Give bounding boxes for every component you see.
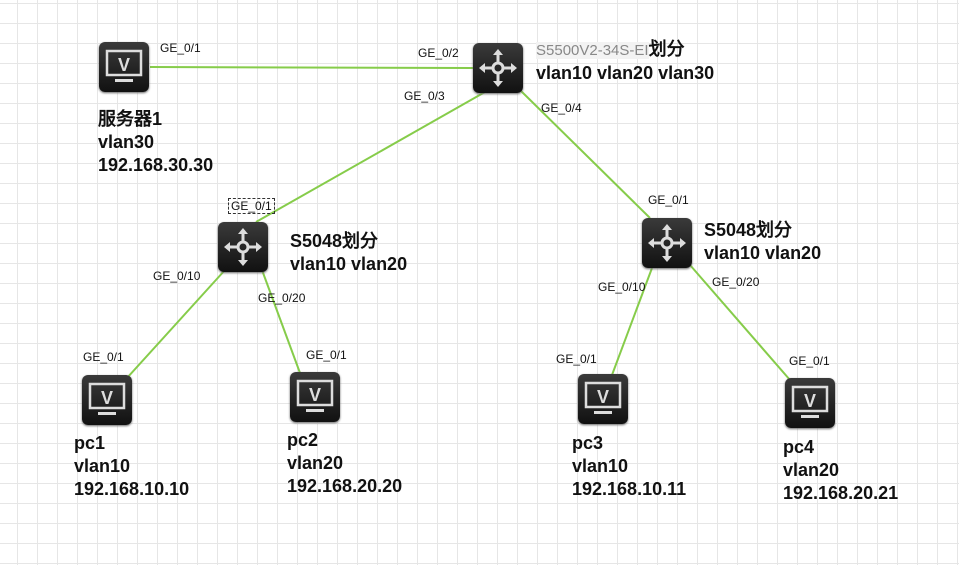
svg-text:V: V [309, 385, 321, 405]
core-switch-icon[interactable] [473, 43, 523, 93]
pc3-label: pc3 vlan10 192.168.10.11 [572, 432, 686, 501]
device-vlan: vlan30 [98, 132, 155, 152]
pc3-monitor-icon[interactable]: V [578, 374, 628, 424]
swleft-label: S5048划分 vlan10 vlan20 [290, 230, 407, 276]
swleft-switch-icon[interactable] [218, 222, 268, 272]
port-label: GE_0/3 [404, 89, 445, 103]
device-ip: 192.168.20.20 [287, 476, 403, 496]
svg-text:V: V [101, 388, 113, 408]
port-label: GE_0/1 [306, 348, 347, 362]
link-swleft-pc2[interactable] [261, 269, 301, 374]
port-label: GE_0/20 [712, 275, 760, 289]
device-name: S5048划分 [290, 231, 379, 251]
device-ip: 192.168.10.11 [572, 479, 687, 499]
device-vlan: vlan10 vlan20 [290, 254, 408, 274]
device-model: S5500V2-34S-EI [536, 42, 649, 59]
port-label: GE_0/1 [83, 350, 124, 364]
port-label: GE_0/1 [556, 352, 597, 366]
pc1-label: pc1 vlan10 192.168.10.10 [74, 432, 189, 501]
server1-monitor-icon[interactable]: V [99, 42, 149, 92]
core-label: S5500V2-34S-EI划分 vlan10 vlan20 vlan30 [536, 38, 714, 85]
link-swright-pc4[interactable] [689, 264, 791, 381]
device-name: S5048划分 [704, 220, 793, 240]
port-label-selected[interactable]: GE_0/1 [228, 198, 275, 214]
pc4-label: pc4 vlan20 192.168.20.21 [783, 436, 898, 505]
device-vlan: vlan10 [572, 456, 629, 476]
svg-text:V: V [804, 391, 816, 411]
pc1-monitor-icon[interactable]: V [82, 375, 132, 425]
port-label: GE_0/4 [541, 101, 582, 115]
link-swleft-pc1[interactable] [126, 269, 226, 379]
pc2-monitor-icon[interactable]: V [290, 372, 340, 422]
device-name: pc3 [572, 433, 604, 453]
port-label: GE_0/10 [153, 269, 201, 283]
device-name: pc4 [783, 437, 815, 457]
link-server1-core[interactable] [149, 66, 474, 69]
device-vlan: vlan20 [783, 460, 840, 480]
pc2-label: pc2 vlan20 192.168.20.20 [287, 429, 402, 498]
device-name-suffix: 划分 [648, 39, 685, 59]
port-label: GE_0/10 [598, 280, 646, 294]
device-name: pc1 [74, 433, 106, 453]
port-label: GE_0/20 [258, 291, 306, 305]
port-label: GE_0/1 [789, 354, 830, 368]
device-vlan: vlan10 [74, 456, 131, 476]
swright-switch-icon[interactable] [642, 218, 692, 268]
port-label: GE_0/1 [160, 41, 201, 55]
swright-label: S5048划分 vlan10 vlan20 [704, 219, 821, 265]
port-label: GE_0/2 [418, 46, 459, 60]
link-core-swright[interactable] [519, 89, 651, 219]
server1-label: 服务器1 vlan30 192.168.30.30 [98, 108, 213, 177]
device-ip: 192.168.30.30 [98, 155, 214, 175]
device-vlan: vlan10 vlan20 vlan30 [536, 63, 715, 83]
port-label: GE_0/1 [648, 193, 689, 207]
device-vlan: vlan20 [287, 453, 344, 473]
pc4-monitor-icon[interactable]: V [785, 378, 835, 428]
svg-text:V: V [597, 387, 609, 407]
device-name: 服务器1 [98, 109, 163, 129]
device-vlan: vlan10 vlan20 [704, 243, 822, 263]
link-core-swleft[interactable] [255, 91, 486, 223]
svg-text:V: V [118, 55, 130, 75]
device-ip: 192.168.10.10 [74, 479, 190, 499]
device-name: pc2 [287, 430, 319, 450]
link-swright-pc3[interactable] [611, 267, 653, 376]
device-ip: 192.168.20.21 [783, 483, 899, 503]
